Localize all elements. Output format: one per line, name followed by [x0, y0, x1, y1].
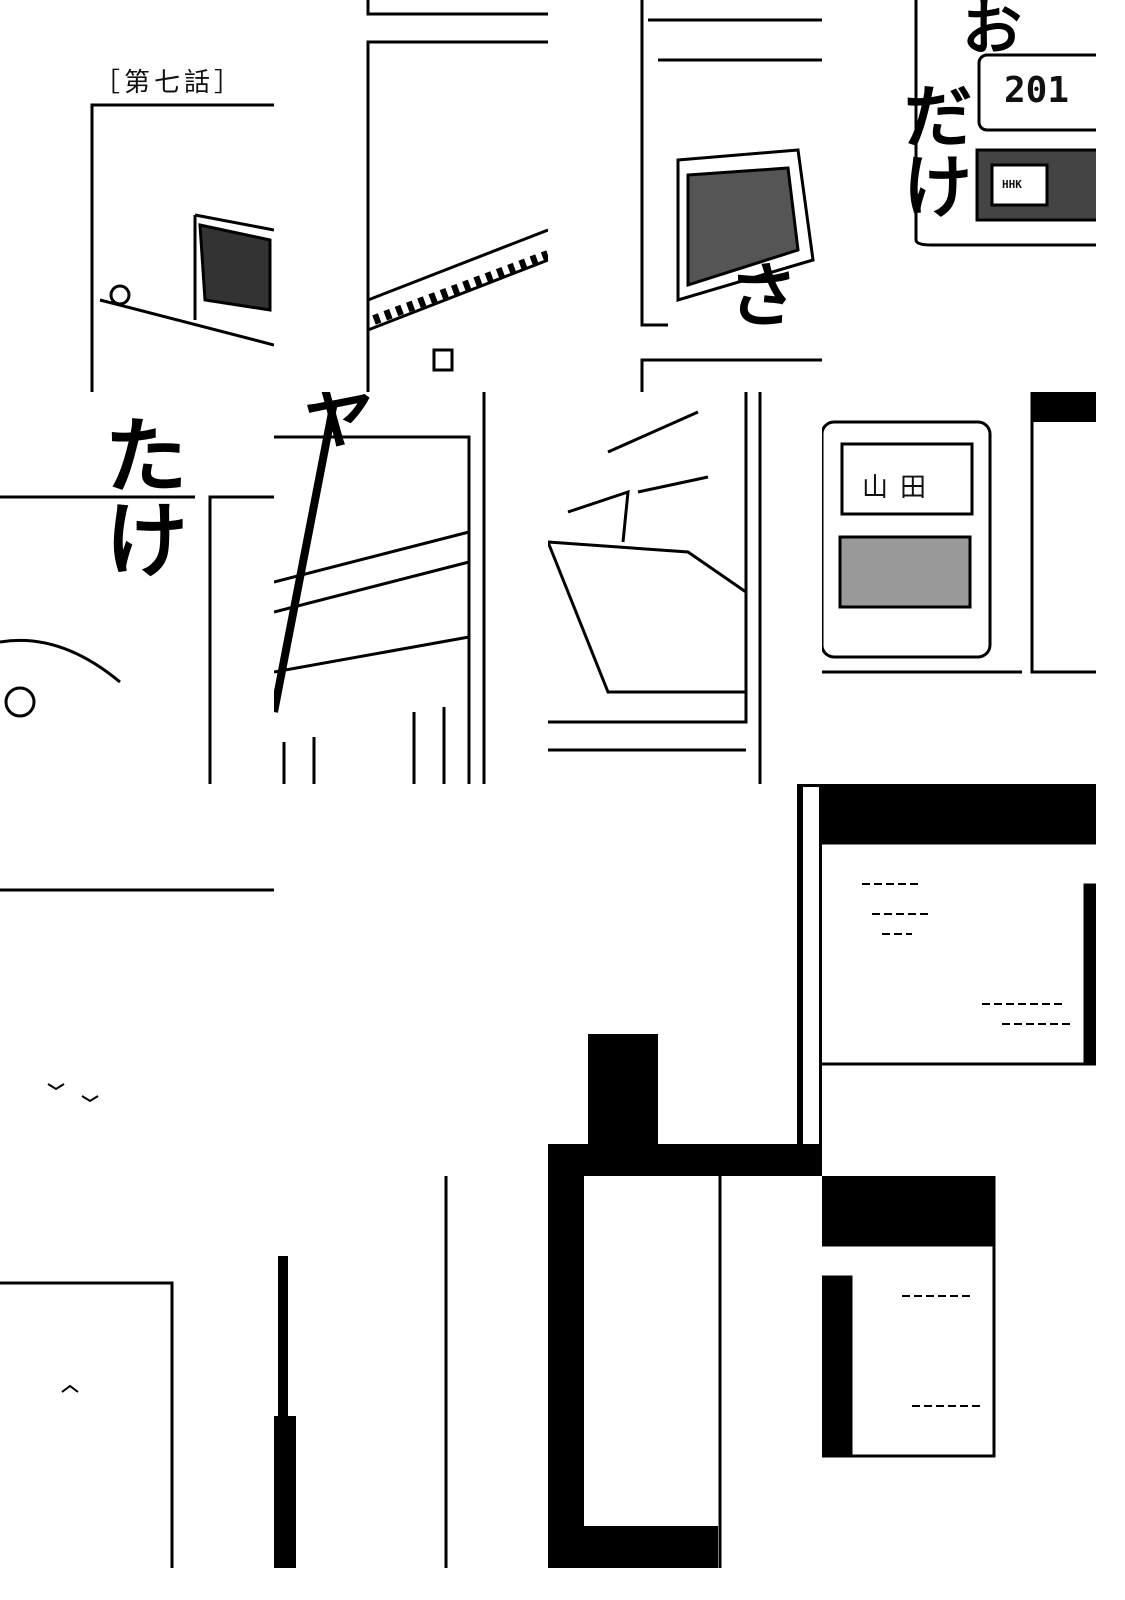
tile-sky-birds	[0, 784, 274, 1176]
tower-silhouette-art	[274, 1176, 448, 1568]
tile-tower-silhouette	[274, 1176, 548, 1568]
tile-building-roof	[274, 0, 548, 392]
tile-river-1	[822, 784, 1096, 1176]
building-side-art	[274, 392, 486, 784]
tile-tower-base	[548, 1176, 822, 1568]
room-number: 201	[1004, 70, 1070, 111]
tile-car-window: さ	[548, 0, 822, 392]
building-roof-art	[366, 0, 548, 392]
nameplate-art	[822, 392, 1096, 674]
tile-chapter-car: ［第七話］	[0, 0, 274, 392]
sticker-label: HHK	[1002, 178, 1022, 191]
car-panel-art	[90, 103, 274, 392]
sfx-ya: ヤ	[304, 392, 374, 459]
sky-birds-art	[0, 888, 274, 1103]
tile-building-side: ヤ	[274, 392, 548, 784]
car-rear-art	[0, 495, 274, 784]
river-art	[822, 784, 1096, 1066]
nameplate-yamada: 山田	[862, 473, 939, 503]
tile-skyline-tower	[548, 784, 822, 1176]
car-window-art	[640, 0, 822, 392]
tower-base-art	[548, 1176, 722, 1568]
sfx-o: お	[962, 0, 1022, 64]
tile-nameplate: 山田	[822, 392, 1096, 784]
door-plate-art	[914, 0, 1096, 247]
tile-car-wipers	[548, 392, 822, 784]
tile-river-2	[822, 1176, 1096, 1568]
chapter-heading: ［第七話］	[94, 68, 245, 98]
skyline-art	[548, 784, 822, 1176]
tile-door-plate: お 201 HHK だけ	[822, 0, 1096, 392]
car-wipers-art	[548, 392, 762, 784]
panel-corner-art	[0, 1281, 174, 1568]
sfx-take: たけ	[91, 412, 190, 580]
tile-blank	[274, 784, 548, 1176]
tile-panel-corner	[0, 1176, 274, 1568]
river-art-2	[822, 1176, 996, 1458]
tile-take-sfx: たけ	[0, 392, 274, 784]
sfx-dake: だけ	[891, 80, 974, 220]
